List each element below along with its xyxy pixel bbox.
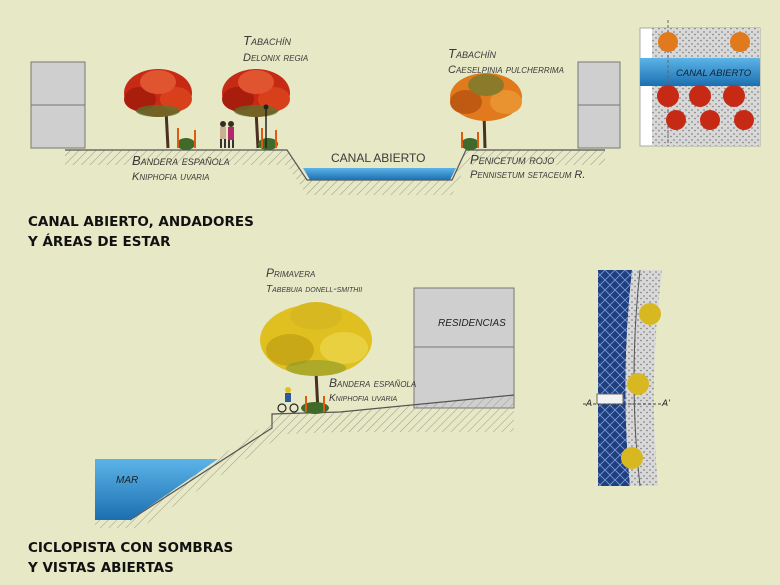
plant2-common-name: Bandera española — [329, 376, 417, 390]
tree-tabebuia-common-name: Primavera — [266, 266, 316, 280]
shrubs-left — [177, 128, 479, 150]
embankment-section — [95, 394, 515, 528]
plant2-species: Kniphofia uvaria — [329, 393, 398, 404]
plant-left-species: Kniphofia uvaria — [132, 171, 210, 183]
channel-section — [65, 149, 605, 195]
shrubs-section2 — [301, 396, 329, 414]
people — [220, 121, 234, 148]
plant-right-species: Pennisetum setaceum R. — [470, 169, 586, 181]
section2-heading: CICLOPISTA CON SOMBRAS Y VISTAS ABIERTAS — [28, 538, 233, 578]
building-right — [577, 61, 621, 149]
section1-heading-line1: CANAL ABIERTO, ANDADORES — [28, 214, 254, 230]
cut-marker-right: A' — [662, 398, 670, 408]
plan-cyclepath — [583, 269, 668, 487]
tree-left-species: Delonix regia — [243, 52, 309, 64]
tree-right-species: Caeselpinia pulcherrima — [448, 64, 564, 76]
lamp-post — [263, 104, 269, 148]
plan-channel-label: CANAL ABIERTO — [676, 68, 752, 79]
building-label: RESIDENCIAS — [438, 318, 506, 329]
building-left — [30, 61, 86, 149]
tree-delonix-1 — [124, 69, 192, 149]
tree-left-common-name: Tabachín — [243, 33, 291, 48]
plant-left-common-name: Bandera española — [132, 153, 230, 168]
building-residencias — [413, 287, 515, 409]
channel-water — [303, 168, 456, 180]
cut-marker-left: A — [586, 398, 593, 408]
sea-label: MAR — [116, 475, 139, 486]
section1-heading: CANAL ABIERTO, ANDADORES Y ÁREAS DE ESTA… — [28, 212, 254, 252]
section2-heading-line1: CICLOPISTA CON SOMBRAS — [28, 540, 234, 556]
tree-caesalpinia — [450, 73, 522, 149]
tree-tabebuia-species: Tabebuia donell-smithii — [266, 284, 363, 295]
tree-right-common-name: Tabachín — [448, 46, 496, 61]
tree-delonix-2 — [222, 69, 290, 149]
cyclist — [277, 387, 299, 413]
plant-right-common-name: Penicetum rojo — [470, 152, 555, 167]
section2-heading-line2: Y VISTAS ABIERTAS — [28, 560, 174, 576]
channel-label: CANAL ABIERTO — [331, 151, 426, 165]
tree-tabebuia — [260, 302, 372, 413]
plan-canal — [639, 20, 761, 147]
section1-heading-line2: Y ÁREAS DE ESTAR — [28, 234, 171, 250]
sea-water — [95, 459, 218, 520]
